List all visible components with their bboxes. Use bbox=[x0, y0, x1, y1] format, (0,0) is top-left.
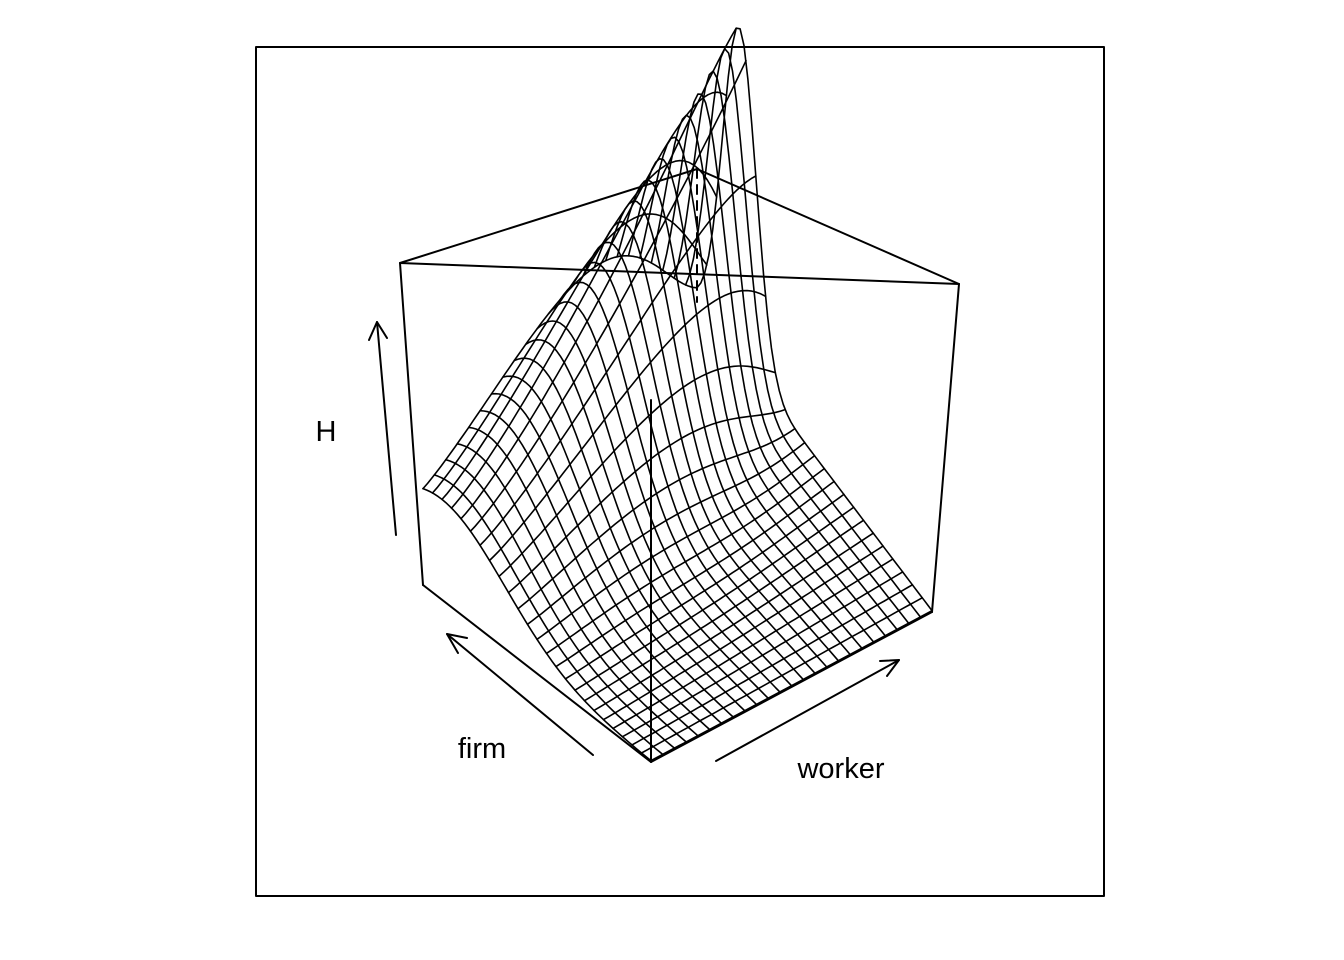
mesh-line-worker bbox=[593, 220, 828, 668]
mesh-line-worker bbox=[673, 70, 910, 625]
mesh-line-firm bbox=[469, 59, 747, 533]
firm-axis-arrow bbox=[446, 633, 594, 756]
mesh-line-firm bbox=[422, 255, 698, 490]
y-axis-label: worker bbox=[796, 753, 884, 785]
mesh-line-worker bbox=[696, 27, 933, 612]
mesh-line-firm bbox=[536, 454, 816, 641]
plot-frame bbox=[255, 46, 1105, 897]
mesh-line-worker bbox=[616, 179, 851, 656]
mesh-line-worker bbox=[456, 442, 687, 743]
mesh-line-worker bbox=[661, 93, 898, 631]
mesh-line-worker bbox=[547, 301, 781, 693]
mesh-line-worker bbox=[604, 200, 840, 662]
mesh-line-worker bbox=[627, 158, 863, 650]
mesh-line-worker bbox=[524, 338, 758, 706]
bounding-box-front bbox=[399, 262, 960, 763]
mesh-line-worker bbox=[570, 261, 805, 681]
mesh-line-worker bbox=[433, 474, 664, 756]
mesh-line-worker bbox=[536, 320, 769, 700]
mesh-line-firm bbox=[555, 480, 835, 668]
mesh-line-worker bbox=[684, 47, 922, 618]
mesh-line-worker bbox=[502, 375, 734, 718]
mesh-line-firm bbox=[498, 365, 777, 578]
mesh-line-worker bbox=[467, 426, 699, 737]
mesh-line-worker bbox=[559, 281, 793, 687]
mesh-line-firm bbox=[441, 159, 718, 501]
mesh-line-worker bbox=[444, 458, 676, 749]
worker-axis-arrow bbox=[715, 659, 900, 762]
z-axis-arrow bbox=[368, 321, 397, 536]
mesh-line-worker bbox=[490, 392, 723, 725]
z-axis-label: H bbox=[316, 416, 337, 448]
x-axis-label: firm bbox=[458, 733, 506, 765]
mesh-line-firm bbox=[450, 91, 728, 509]
surface-mesh bbox=[422, 27, 933, 762]
mesh-line-worker bbox=[513, 357, 746, 712]
mesh-line-worker bbox=[639, 136, 875, 643]
mesh-line-worker bbox=[650, 114, 887, 637]
mesh-line-worker bbox=[581, 241, 816, 675]
mesh-line-worker bbox=[422, 487, 652, 762]
mesh-line-worker bbox=[479, 409, 711, 731]
